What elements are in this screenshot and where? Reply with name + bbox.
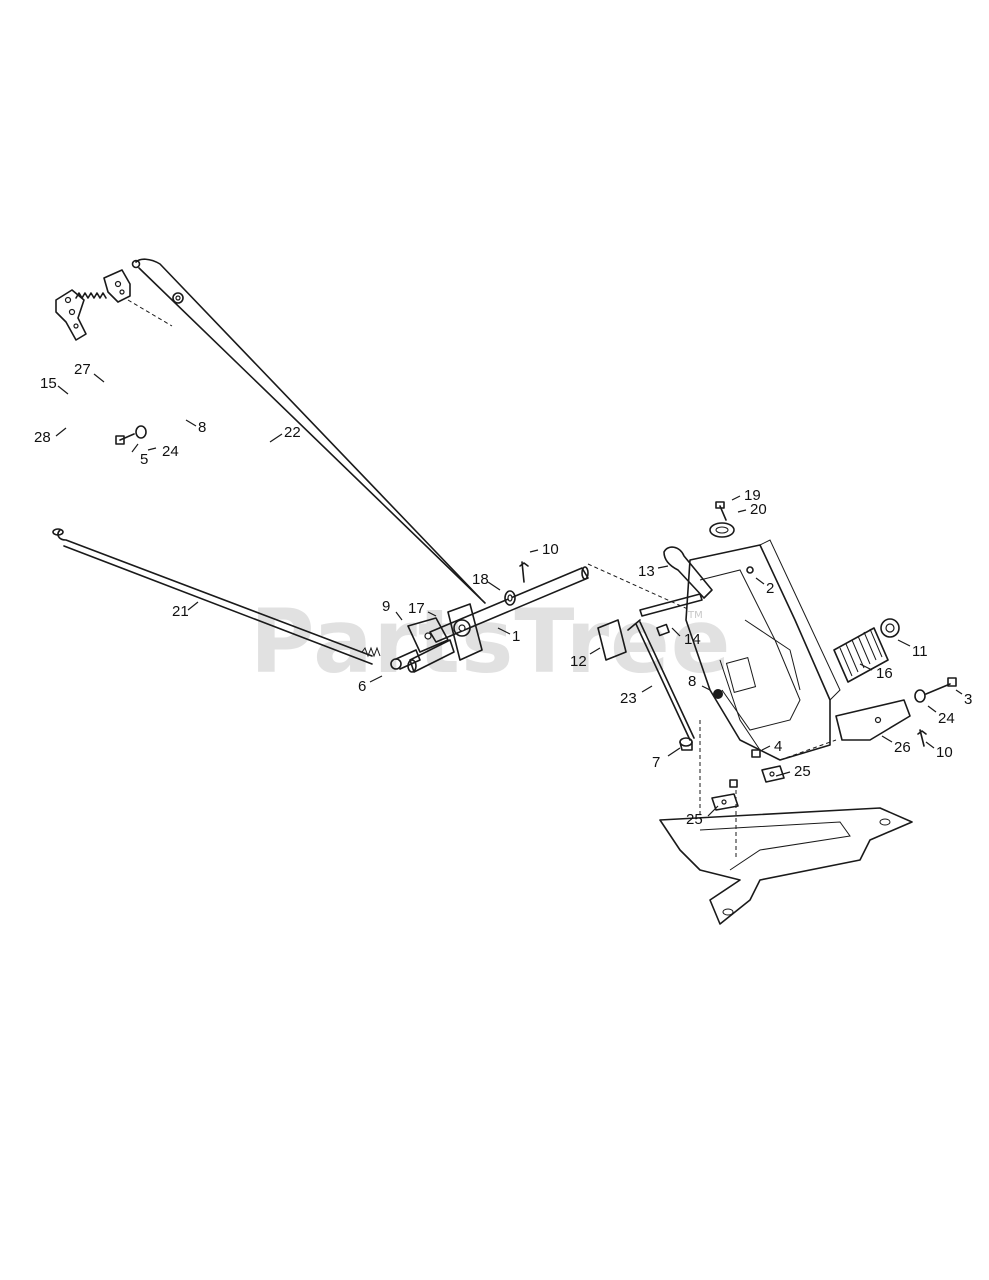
part-1-shaft[interactable] bbox=[429, 566, 589, 643]
callout-9: 9 bbox=[382, 598, 390, 615]
part-17-hub-plate[interactable] bbox=[447, 603, 483, 661]
part-14-link[interactable] bbox=[639, 593, 703, 637]
callout-16: 16 bbox=[876, 665, 893, 682]
part-20-cap[interactable] bbox=[709, 522, 735, 538]
callout-26: 26 bbox=[894, 739, 911, 756]
part-21-rod[interactable] bbox=[52, 528, 381, 665]
callout-5: 5 bbox=[140, 451, 148, 468]
part-27-bracket[interactable] bbox=[103, 269, 131, 303]
callout-2: 2 bbox=[766, 580, 774, 597]
part-24-washer-right[interactable] bbox=[914, 689, 926, 703]
part-23-rod[interactable] bbox=[627, 619, 695, 741]
part-15-spring[interactable] bbox=[75, 292, 107, 299]
callout-28: 28 bbox=[34, 429, 51, 446]
part-10-pin[interactable] bbox=[519, 561, 529, 583]
leader-lines bbox=[55, 373, 963, 817]
callout-20: 20 bbox=[750, 501, 767, 518]
callout-21: 21 bbox=[172, 603, 189, 620]
part-26-bracket[interactable] bbox=[835, 699, 911, 741]
callout-11: 11 bbox=[912, 643, 928, 660]
part-11-nut[interactable] bbox=[880, 618, 900, 638]
callout-15: 15 bbox=[40, 375, 57, 392]
part-18-washer[interactable] bbox=[504, 590, 516, 606]
callout-10: 10 bbox=[542, 541, 559, 558]
part-22-rod[interactable] bbox=[131, 258, 486, 604]
part-13-lever[interactable] bbox=[663, 546, 713, 599]
part-25-clip-b[interactable] bbox=[711, 779, 739, 811]
assembly-line bbox=[587, 563, 691, 611]
base-plate bbox=[659, 807, 913, 925]
callout-19: 19 bbox=[744, 487, 761, 504]
callout-27: 27 bbox=[74, 361, 91, 378]
callout-3: 3 bbox=[964, 691, 972, 708]
part-28-bracket[interactable] bbox=[55, 289, 87, 341]
callout-12: 12 bbox=[570, 653, 587, 670]
part-8-nut[interactable] bbox=[172, 292, 184, 304]
part-7-bushing[interactable] bbox=[679, 737, 693, 751]
part-8-nut-right[interactable] bbox=[713, 689, 723, 699]
part-12-cover[interactable] bbox=[597, 619, 627, 661]
callout-4: 4 bbox=[774, 738, 782, 755]
callout-22: 22 bbox=[284, 424, 301, 441]
part-3-bolt[interactable] bbox=[925, 677, 957, 695]
callout-13: 13 bbox=[638, 563, 655, 580]
part-4-screw[interactable] bbox=[751, 749, 761, 758]
part-24-washer[interactable] bbox=[135, 425, 147, 439]
callout-17: 17 bbox=[408, 600, 425, 617]
shaft-sleeve bbox=[407, 639, 455, 673]
part-5-bolt[interactable] bbox=[115, 433, 135, 445]
part-25-clip-a[interactable] bbox=[761, 765, 785, 783]
callout-23: 23 bbox=[620, 690, 637, 707]
part-9-bracket[interactable] bbox=[407, 617, 449, 653]
frame-console bbox=[685, 539, 841, 761]
part-6-bushing[interactable] bbox=[390, 649, 421, 670]
assembly-line bbox=[127, 299, 173, 327]
assembly-line bbox=[779, 739, 837, 761]
part-19-screw[interactable] bbox=[715, 501, 727, 521]
callout-24-right: 24 bbox=[938, 710, 955, 727]
callout-24: 24 bbox=[162, 443, 179, 460]
callout-labels: 27 15 28 8 5 24 22 21 10 18 9 17 1 6 19 … bbox=[34, 361, 972, 828]
part-2-fastener[interactable] bbox=[746, 566, 754, 574]
callout-7: 7 bbox=[652, 754, 660, 771]
callout-25-a: 25 bbox=[794, 763, 811, 780]
callout-10-right: 10 bbox=[936, 744, 953, 761]
callout-18: 18 bbox=[472, 571, 489, 588]
part-10-pin-right[interactable] bbox=[917, 729, 927, 747]
callout-6: 6 bbox=[358, 678, 366, 695]
callout-14: 14 bbox=[684, 631, 701, 648]
part-16-pedal[interactable] bbox=[833, 627, 889, 683]
callout-8: 8 bbox=[198, 419, 206, 436]
watermark-trademark: TM bbox=[687, 610, 703, 621]
callout-25-b: 25 bbox=[686, 811, 703, 828]
callout-8-right: 8 bbox=[688, 673, 696, 690]
callout-1: 1 bbox=[512, 628, 520, 645]
